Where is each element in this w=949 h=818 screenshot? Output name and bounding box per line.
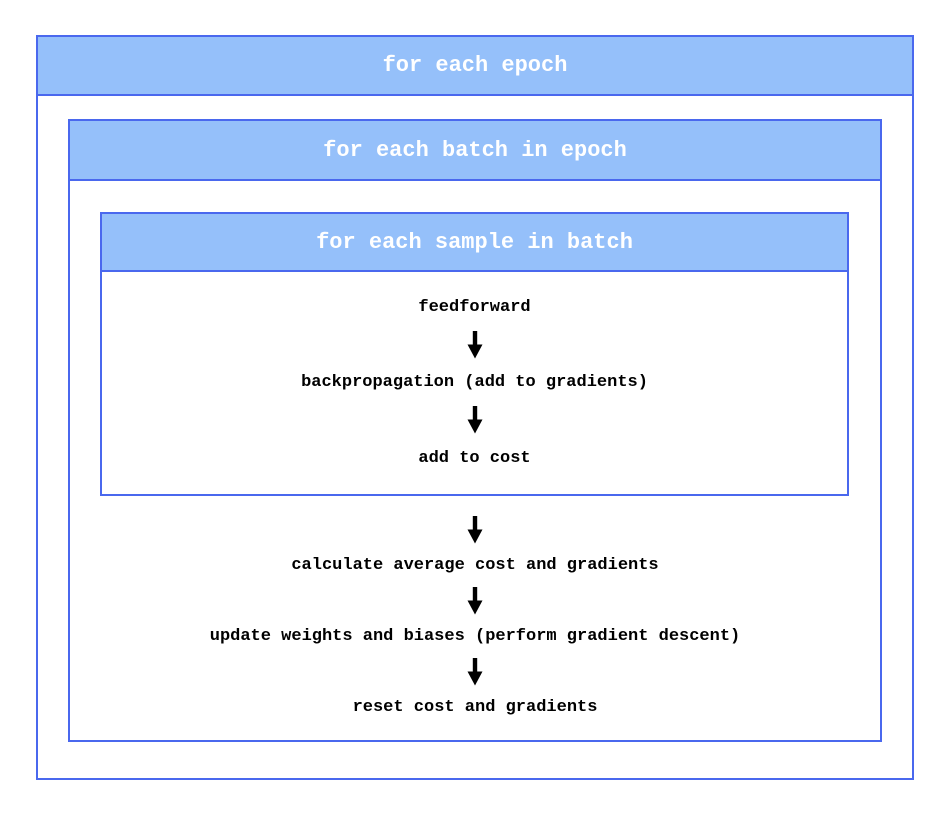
step-add-to-cost: add to cost xyxy=(418,448,531,468)
sample-loop-label: for each sample in batch xyxy=(316,229,633,255)
step-reset-cost: reset cost and gradients xyxy=(352,698,598,718)
batch-loop-header: for each batch in epoch xyxy=(70,121,880,181)
step-calculate-average: calculate average cost and gradients xyxy=(291,556,659,576)
down-arrow-icon xyxy=(466,406,484,434)
sample-loop-flow: feedforward backpropagation (add to grad… xyxy=(102,272,847,494)
step-feedforward: feedforward xyxy=(418,297,531,317)
down-arrow-icon xyxy=(466,587,484,615)
batch-loop-flow: calculate average cost and gradients upd… xyxy=(70,496,880,740)
batch-loop-box: for each batch in epoch for each sample … xyxy=(68,119,882,742)
step-update-weights: update weights and biases (perform gradi… xyxy=(209,627,741,647)
sample-loop-header: for each sample in batch xyxy=(102,214,847,272)
down-arrow-icon xyxy=(466,658,484,686)
epoch-loop-label: for each epoch xyxy=(382,53,568,78)
epoch-loop-box: for each epoch for each batch in epoch f… xyxy=(36,35,914,780)
down-arrow-icon xyxy=(466,516,484,544)
batch-loop-content: for each sample in batch feedforward bac… xyxy=(70,181,880,740)
batch-loop-label: for each batch in epoch xyxy=(323,137,627,163)
step-backpropagation: backpropagation (add to gradients) xyxy=(301,373,648,392)
down-arrow-icon xyxy=(466,330,484,359)
epoch-loop-header: for each epoch xyxy=(38,37,912,96)
sample-loop-box: for each sample in batch feedforward bac… xyxy=(100,212,849,496)
